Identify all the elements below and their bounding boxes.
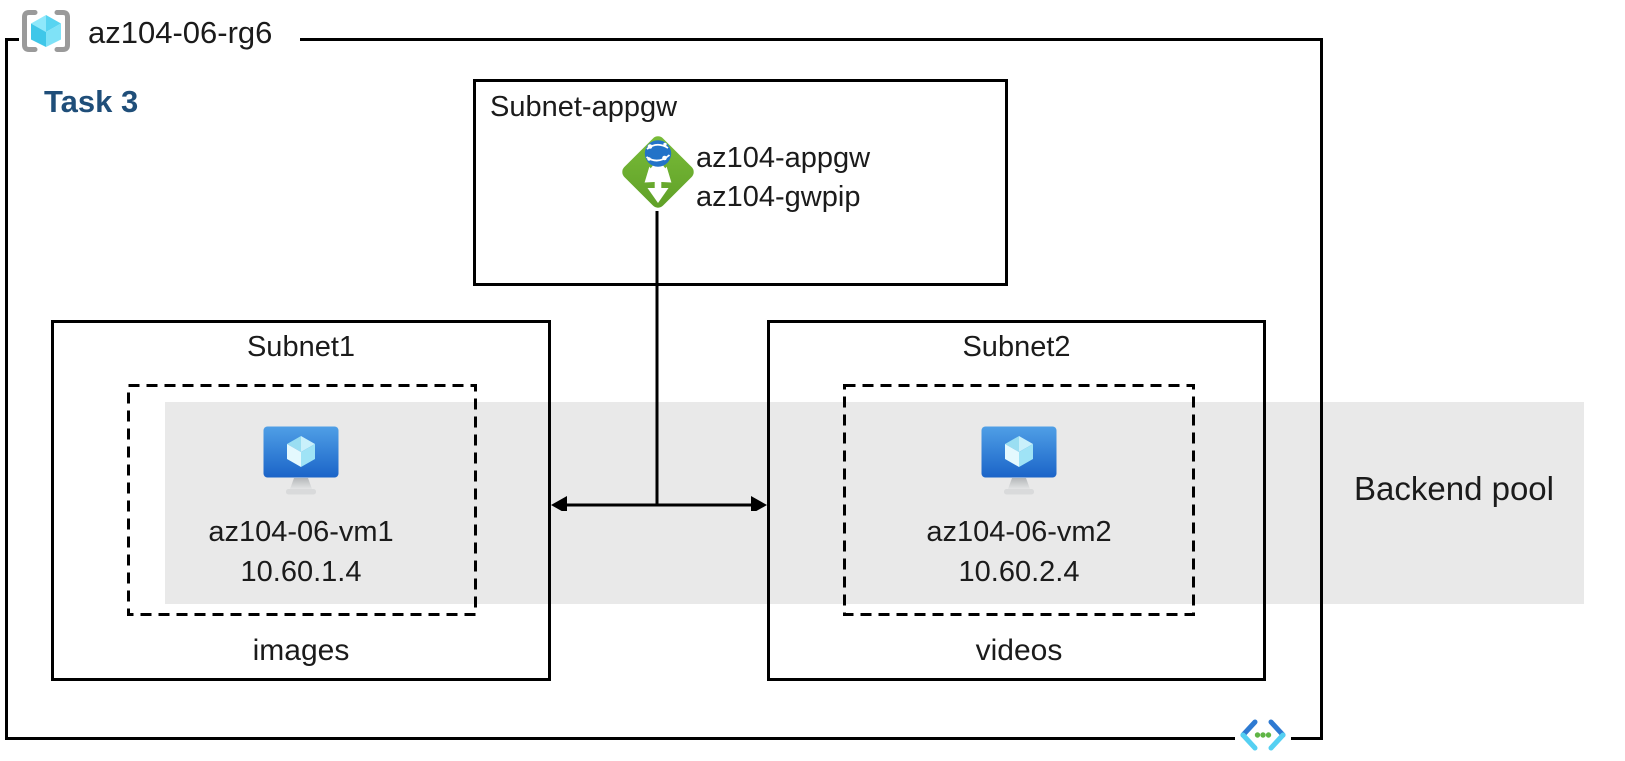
appgw-subnet-label: Subnet-appgw xyxy=(490,91,678,123)
arrowhead-right-icon xyxy=(751,496,767,511)
arrowhead-left-icon xyxy=(551,496,567,511)
gateway-to-subnets-connector xyxy=(551,211,767,511)
appgw-name-label: az104-appgw xyxy=(696,142,871,174)
subnet2-box xyxy=(767,320,1266,681)
virtual-machine-icon xyxy=(981,426,1057,495)
resource-group-border-gap xyxy=(19,35,300,44)
appgw-labels: az104-appgw az104-gwpip xyxy=(696,139,870,217)
vm2-ip-label: 10.60.2.4 xyxy=(958,556,1080,588)
vm1-ip-label: 10.60.1.4 xyxy=(240,556,362,588)
subnet1-title: Subnet1 xyxy=(246,331,356,363)
subnet1-share-label: images xyxy=(252,634,350,667)
application-gateway-icon xyxy=(622,136,694,208)
appgw-subnet-box xyxy=(473,79,1008,286)
vm1-name-label: az104-06-vm1 xyxy=(208,516,394,548)
subnet1-box xyxy=(51,320,551,681)
backend-pool-label: Backend pool xyxy=(1354,470,1554,507)
appgw-pip-label: az104-gwpip xyxy=(696,181,861,213)
virtual-machine-icon xyxy=(263,426,339,495)
subnet2-share-label: videos xyxy=(975,634,1063,667)
virtual-network-icon xyxy=(1235,715,1291,755)
resource-group-icon xyxy=(22,10,70,52)
vm2-name-label: az104-06-vm2 xyxy=(926,516,1112,548)
task-label: Task 3 xyxy=(44,84,139,119)
resource-group-title: az104-06-rg6 xyxy=(88,15,273,50)
backend-pool-band xyxy=(165,402,1584,604)
resource-group-box xyxy=(5,38,1323,740)
subnet2-title: Subnet2 xyxy=(962,331,1071,363)
